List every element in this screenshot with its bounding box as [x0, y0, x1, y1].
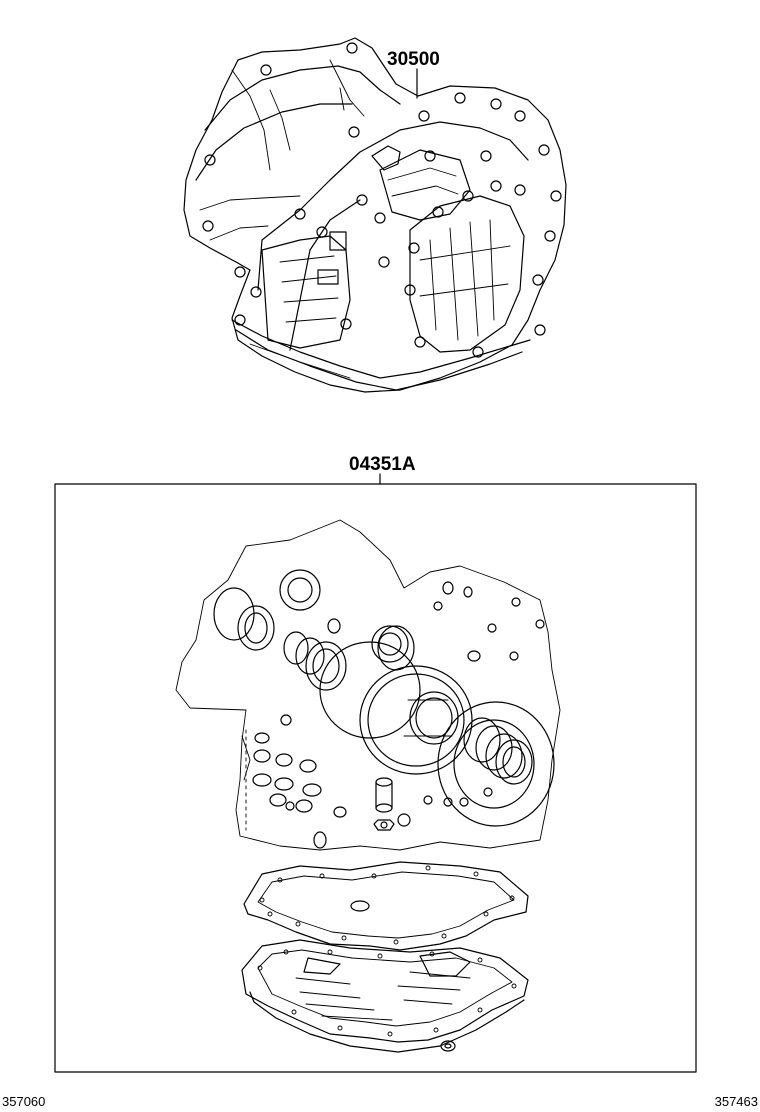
overhaul-gasket-kit-illustration[interactable]	[175, 519, 561, 851]
callout-30500[interactable]: 30500	[387, 49, 440, 99]
callout-04351a[interactable]: 04351A	[349, 454, 416, 485]
figure-number-left: 357060	[2, 1094, 45, 1109]
oil-seals-right	[437, 701, 555, 827]
drain-plug-gasket[interactable]	[440, 1040, 456, 1052]
part-number-30500[interactable]: 30500	[387, 49, 440, 70]
part-number-04351a[interactable]: 04351A	[349, 454, 416, 475]
filler-plug-and-nut	[373, 777, 395, 831]
pan-bolt-holes	[257, 949, 517, 1037]
figure-number-right: 357463	[715, 1094, 758, 1109]
gasket-kit-frame	[54, 483, 697, 1073]
small-o-rings	[252, 581, 545, 849]
oil-pan-gasket-illustration[interactable]	[243, 861, 529, 951]
center-seal-rings	[319, 641, 473, 775]
oil-pan-illustration[interactable]	[241, 939, 529, 1053]
seal-rings-upper	[213, 569, 415, 691]
transaxle-assembly-illustration[interactable]	[183, 37, 567, 393]
gasket-bolt-holes	[259, 865, 515, 945]
